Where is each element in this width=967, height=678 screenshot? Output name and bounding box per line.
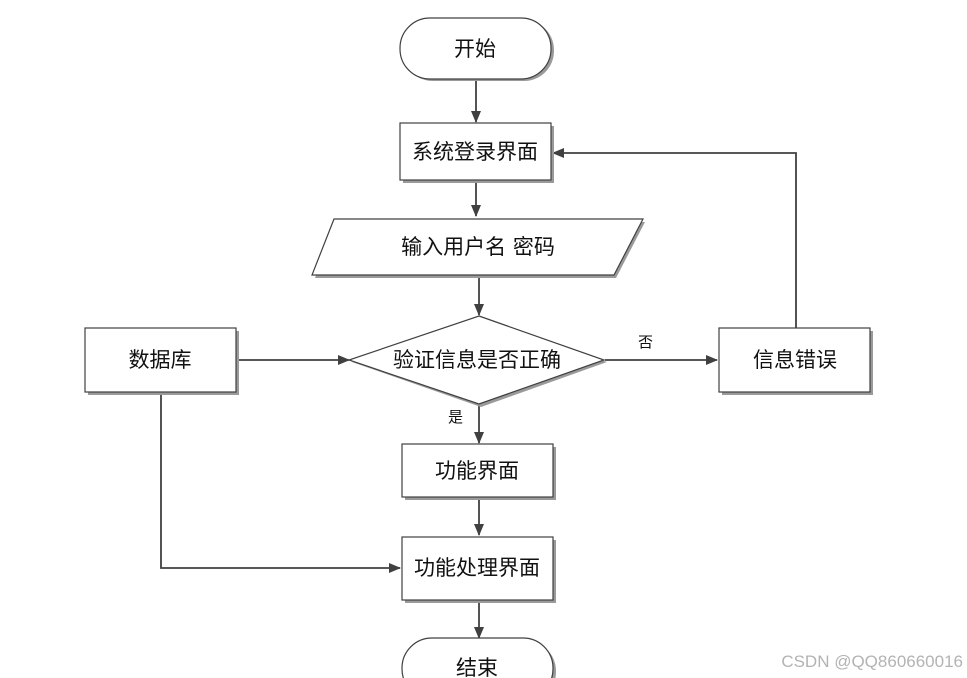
node-login-page-label: 系统登录界面 [412,140,538,164]
node-input-credentials-label: 输入用户名 密码 [401,235,555,259]
edge-label-no: 否 [638,333,653,351]
node-verify-label: 验证信息是否正确 [393,348,561,372]
node-function-process-label: 功能处理界面 [414,556,540,580]
edge-database-to-process [160,392,401,573]
node-function-page-label: 功能界面 [435,459,519,483]
edge-label-yes: 是 [448,408,463,426]
node-error-label: 信息错误 [753,348,837,372]
node-login-page: 系统登录界面 [399,122,554,183]
node-error: 信息错误 [718,327,873,395]
node-input-credentials: 输入用户名 密码 [311,218,645,278]
node-verify: 验证信息是否正确 [347,315,607,407]
node-start: 开始 [399,17,554,81]
node-database-label: 数据库 [129,348,192,372]
node-database: 数据库 [84,327,239,395]
edges [160,80,797,639]
edge-error-to-login [552,148,797,328]
node-function-page: 功能界面 [401,443,556,500]
node-end: 结束 [401,637,556,678]
node-end-label: 结束 [456,656,498,678]
node-start-label: 开始 [454,37,496,61]
node-function-process: 功能处理界面 [401,536,556,603]
watermark: CSDN @QQ860660016 [781,652,963,671]
